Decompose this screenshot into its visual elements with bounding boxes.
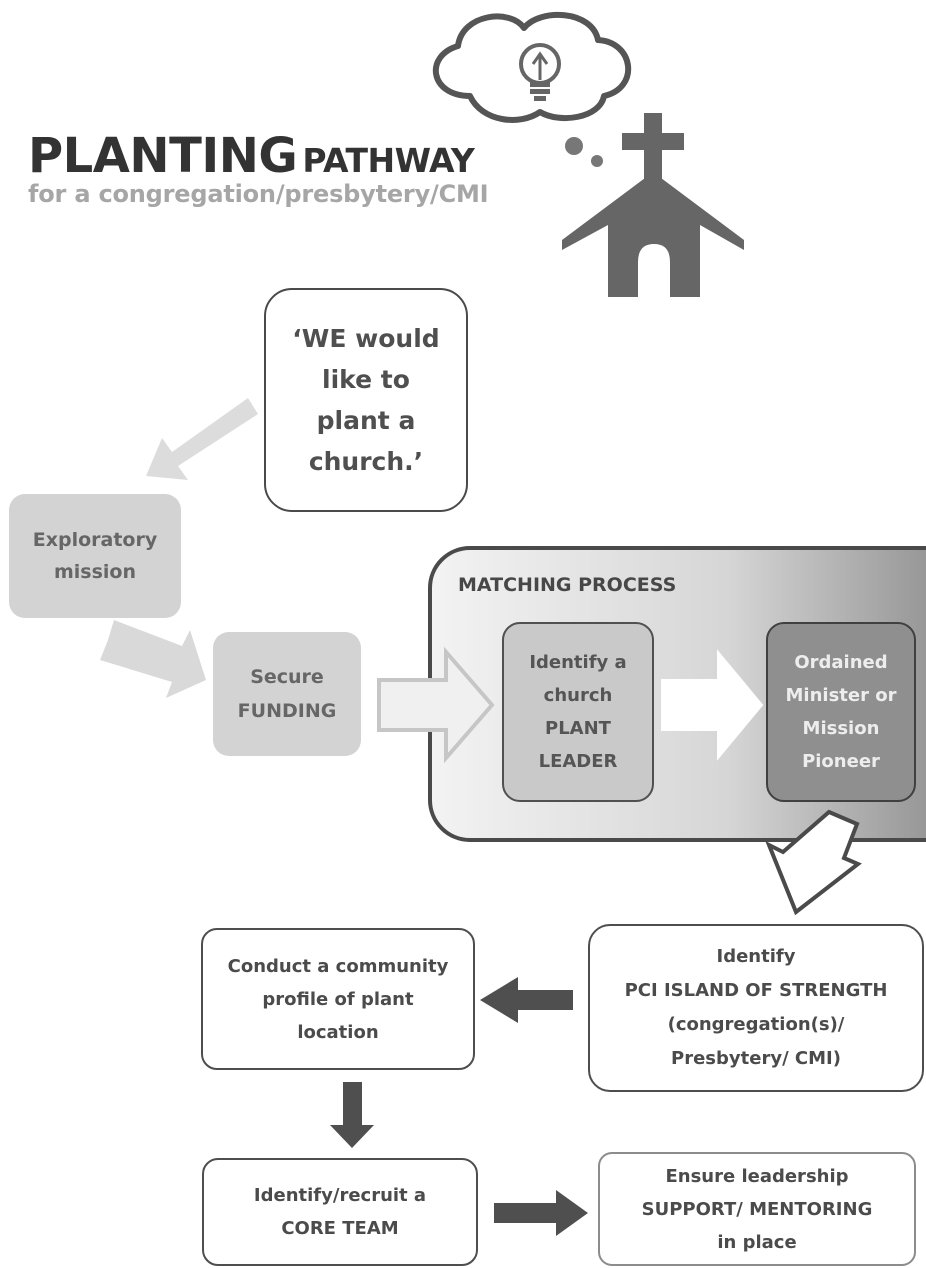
arrow-exploratory-to-funding (100, 620, 206, 698)
ordained-line: Minister or (785, 685, 897, 706)
arrow-leader-to-ordained (661, 649, 764, 761)
profile-line: location (297, 1021, 379, 1043)
island-line: Presbytery/ CMI) (671, 1048, 841, 1069)
ordained-line: Mission (802, 718, 880, 739)
church-icon (562, 113, 744, 297)
plant-leader-line: PLANT (545, 718, 611, 739)
quote-line: ‘WE would (292, 324, 440, 353)
exploratory-line: mission (53, 561, 136, 583)
profile-line: Conduct a community (227, 955, 449, 977)
ordained-line: Pioneer (802, 751, 880, 772)
core-team-line: CORE TEAM (281, 1218, 399, 1239)
plant-leader-box: Identify a church PLANT LEADER (502, 622, 654, 802)
lightbulb-icon (519, 43, 561, 101)
exploratory-mission-box: Exploratory mission (9, 494, 181, 618)
quote-line: plant a (316, 406, 416, 435)
plant-leader-line: Identify a (529, 652, 627, 673)
matching-process-label: MATCHING PROCESS (458, 574, 677, 596)
quote-line: church.’ (308, 447, 424, 476)
title-bold-word: PLANTING (28, 128, 298, 184)
arrow-funding-to-matching (377, 646, 495, 764)
island-of-strength-box: Identify PCI ISLAND OF STRENGTH (congreg… (588, 924, 924, 1092)
page-subtitle: for a congregation/presbytery/CMI (28, 180, 489, 208)
ordained-line: Ordained (794, 652, 888, 673)
arrow-core-to-support (494, 1190, 588, 1236)
quote-line: like to (322, 365, 410, 394)
island-line: (congregation(s)/ (667, 1014, 845, 1035)
title-rest: PATHWAY (302, 141, 475, 180)
support-line: in place (717, 1231, 797, 1253)
ordained-minister-box: Ordained Minister or Mission Pioneer (766, 622, 916, 802)
exploratory-line: Exploratory (32, 529, 158, 551)
funding-line: FUNDING (237, 700, 337, 722)
arrow-profile-to-core (330, 1082, 374, 1148)
community-profile-box: Conduct a community profile of plant loc… (201, 928, 475, 1070)
core-team-line: Identify/recruit a (253, 1185, 427, 1206)
island-line: PCI ISLAND OF STRENGTH (624, 980, 888, 1001)
arrow-island-to-profile (480, 977, 573, 1023)
funding-line: Secure (250, 666, 324, 688)
support-line: SUPPORT/ MENTORING (641, 1198, 873, 1220)
arrow-quote-to-exploratory (146, 398, 258, 480)
arrow-ordained-to-island (765, 809, 862, 916)
quote-box: ‘WE would like to plant a church.’ (264, 288, 468, 512)
profile-line: profile of plant (262, 988, 414, 1010)
core-team-box: Identify/recruit a CORE TEAM (202, 1158, 478, 1266)
secure-funding-box: Secure FUNDING (213, 632, 361, 756)
support-line: Ensure leadership (665, 1165, 849, 1187)
island-line: Identify (716, 946, 796, 967)
plant-leader-line: church (543, 685, 613, 706)
page-title: PLANTING PATHWAY (28, 128, 475, 184)
support-mentoring-box: Ensure leadership SUPPORT/ MENTORING in … (598, 1152, 916, 1266)
plant-leader-line: LEADER (538, 751, 618, 772)
